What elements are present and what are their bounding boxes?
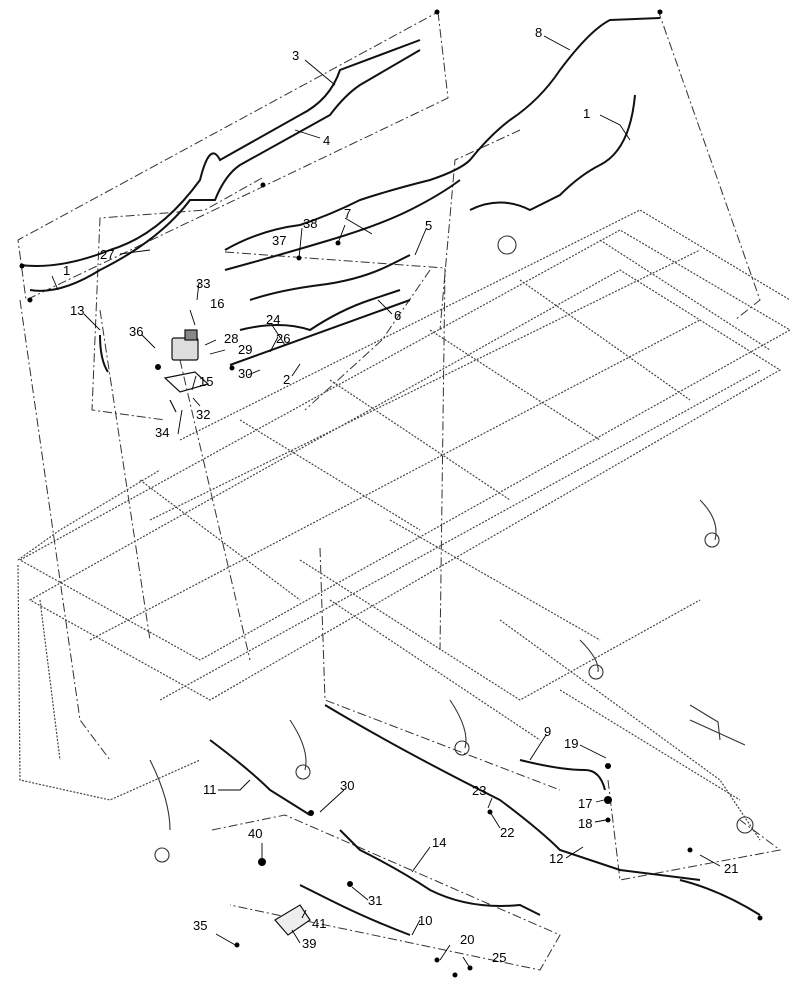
callout-c38: 38: [303, 216, 317, 231]
callout-c23: 23: [472, 783, 486, 798]
callout-c1a: 1: [63, 263, 70, 278]
callout-c8: 8: [535, 25, 542, 40]
callout-c34: 34: [155, 425, 169, 440]
callout-c39: 39: [302, 936, 316, 951]
callout-c12: 12: [549, 851, 563, 866]
callout-c26: 26: [276, 331, 290, 346]
callout-c13: 13: [70, 303, 84, 318]
callout-c32: 32: [196, 407, 210, 422]
callout-labels: 1 1 2 3 4 5 6 7 8 9 10 11 12 13 14 15 16…: [63, 25, 738, 965]
callout-c24: 24: [266, 312, 280, 327]
callout-c5: 5: [425, 218, 432, 233]
callout-c1b: 1: [583, 106, 590, 121]
callout-c6: 6: [394, 308, 401, 323]
callout-c9: 9: [544, 724, 551, 739]
callout-c40: 40: [248, 826, 262, 841]
hydraulic-hoses: [19, 17, 761, 936]
callout-c2: 2: [283, 372, 290, 387]
callout-c17: 17: [578, 796, 592, 811]
callout-c19: 19: [564, 736, 578, 751]
callout-c25: 25: [492, 950, 506, 965]
callout-c27: 27: [100, 247, 114, 262]
implement-frame: [17, 209, 792, 841]
callout-c3: 3: [292, 48, 299, 63]
callout-c37: 37: [272, 233, 286, 248]
callout-c21: 21: [724, 861, 738, 876]
callout-c35: 35: [193, 918, 207, 933]
valve-block: [163, 329, 210, 413]
callout-c28: 28: [224, 331, 238, 346]
callout-c20: 20: [460, 932, 474, 947]
assembly-outlines: [17, 9, 782, 971]
callout-c14: 14: [432, 835, 446, 850]
callout-c30a: 30: [340, 778, 354, 793]
callout-c15: 15: [199, 374, 213, 389]
callout-c31: 31: [368, 893, 382, 908]
callout-c10: 10: [418, 913, 432, 928]
callout-c11: 11: [203, 782, 217, 797]
fittings: [19, 9, 763, 978]
callout-c30b: 30: [238, 366, 252, 381]
callout-c36: 36: [129, 324, 143, 339]
callout-c41: 41: [312, 916, 326, 931]
leader-lines: [51, 35, 721, 969]
callout-c22: 22: [500, 825, 514, 840]
callout-c33: 33: [196, 276, 210, 291]
shank-assemblies: [149, 235, 754, 863]
callout-c16: 16: [210, 296, 224, 311]
callout-c29: 29: [238, 342, 252, 357]
callout-c7: 7: [344, 206, 351, 221]
callout-c18: 18: [578, 816, 592, 831]
mounting-bracket: [274, 904, 311, 936]
callout-c4: 4: [323, 133, 330, 148]
